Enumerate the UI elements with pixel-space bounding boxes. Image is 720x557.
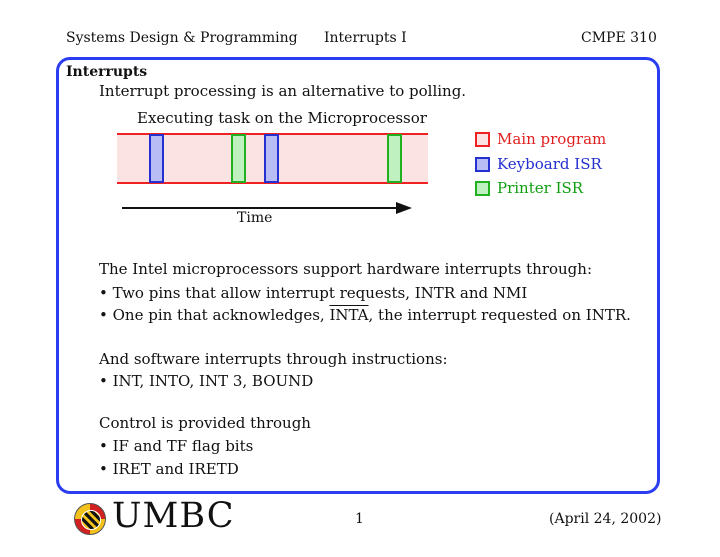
umbc-seal-logo <box>74 503 106 535</box>
header-topic: Interrupts I <box>324 30 407 46</box>
time-label: Time <box>237 210 273 226</box>
hw-bullet-2-post: , the interrupt requested on INTR. <box>368 306 631 324</box>
page-number: 1 <box>355 511 364 527</box>
keyboard-isr-block <box>264 134 279 183</box>
inta-signal: INTA <box>329 306 369 324</box>
legend-keyboard-label: Keyboard ISR <box>497 155 602 173</box>
diagram-title: Executing task on the Microprocessor <box>137 109 427 127</box>
legend-printer-swatch <box>475 181 490 196</box>
hw-bullet-2: • One pin that acknowledges, INTA, the i… <box>99 306 631 324</box>
ctrl-bullet-2: • IRET and IRETD <box>99 460 239 478</box>
slide-frame <box>56 57 660 494</box>
ctrl-bullet-1: • IF and TF flag bits <box>99 437 254 455</box>
legend-keyboard-swatch <box>475 157 490 172</box>
umbc-wordmark: UMBC <box>112 496 235 536</box>
legend-main-label: Main program <box>497 130 607 148</box>
header-course-code: CMPE 310 <box>581 30 657 46</box>
legend-main-swatch <box>475 132 490 147</box>
sw-bullet-1: • INT, INTO, INT 3, BOUND <box>99 372 314 390</box>
keyboard-isr-block <box>149 134 164 183</box>
time-arrow <box>122 202 412 214</box>
hw-bullet-2-pre: • One pin that acknowledges, <box>99 306 330 324</box>
sw-intro: And software interrupts through instruct… <box>99 350 448 368</box>
header-course-title: Systems Design & Programming <box>66 30 298 46</box>
hw-intro: The Intel microprocessors support hardwa… <box>99 260 592 278</box>
ctrl-intro: Control is provided through <box>99 414 311 432</box>
printer-isr-block <box>231 134 246 183</box>
hw-bullet-1: • Two pins that allow interrupt requests… <box>99 284 528 302</box>
printer-isr-block <box>387 134 402 183</box>
umbc-seal-center <box>81 510 101 530</box>
slide-date: (April 24, 2002) <box>549 511 662 527</box>
section-title: Interrupts <box>66 64 148 80</box>
legend-printer-label: Printer ISR <box>497 179 584 197</box>
intro-text: Interrupt processing is an alternative t… <box>99 82 467 100</box>
